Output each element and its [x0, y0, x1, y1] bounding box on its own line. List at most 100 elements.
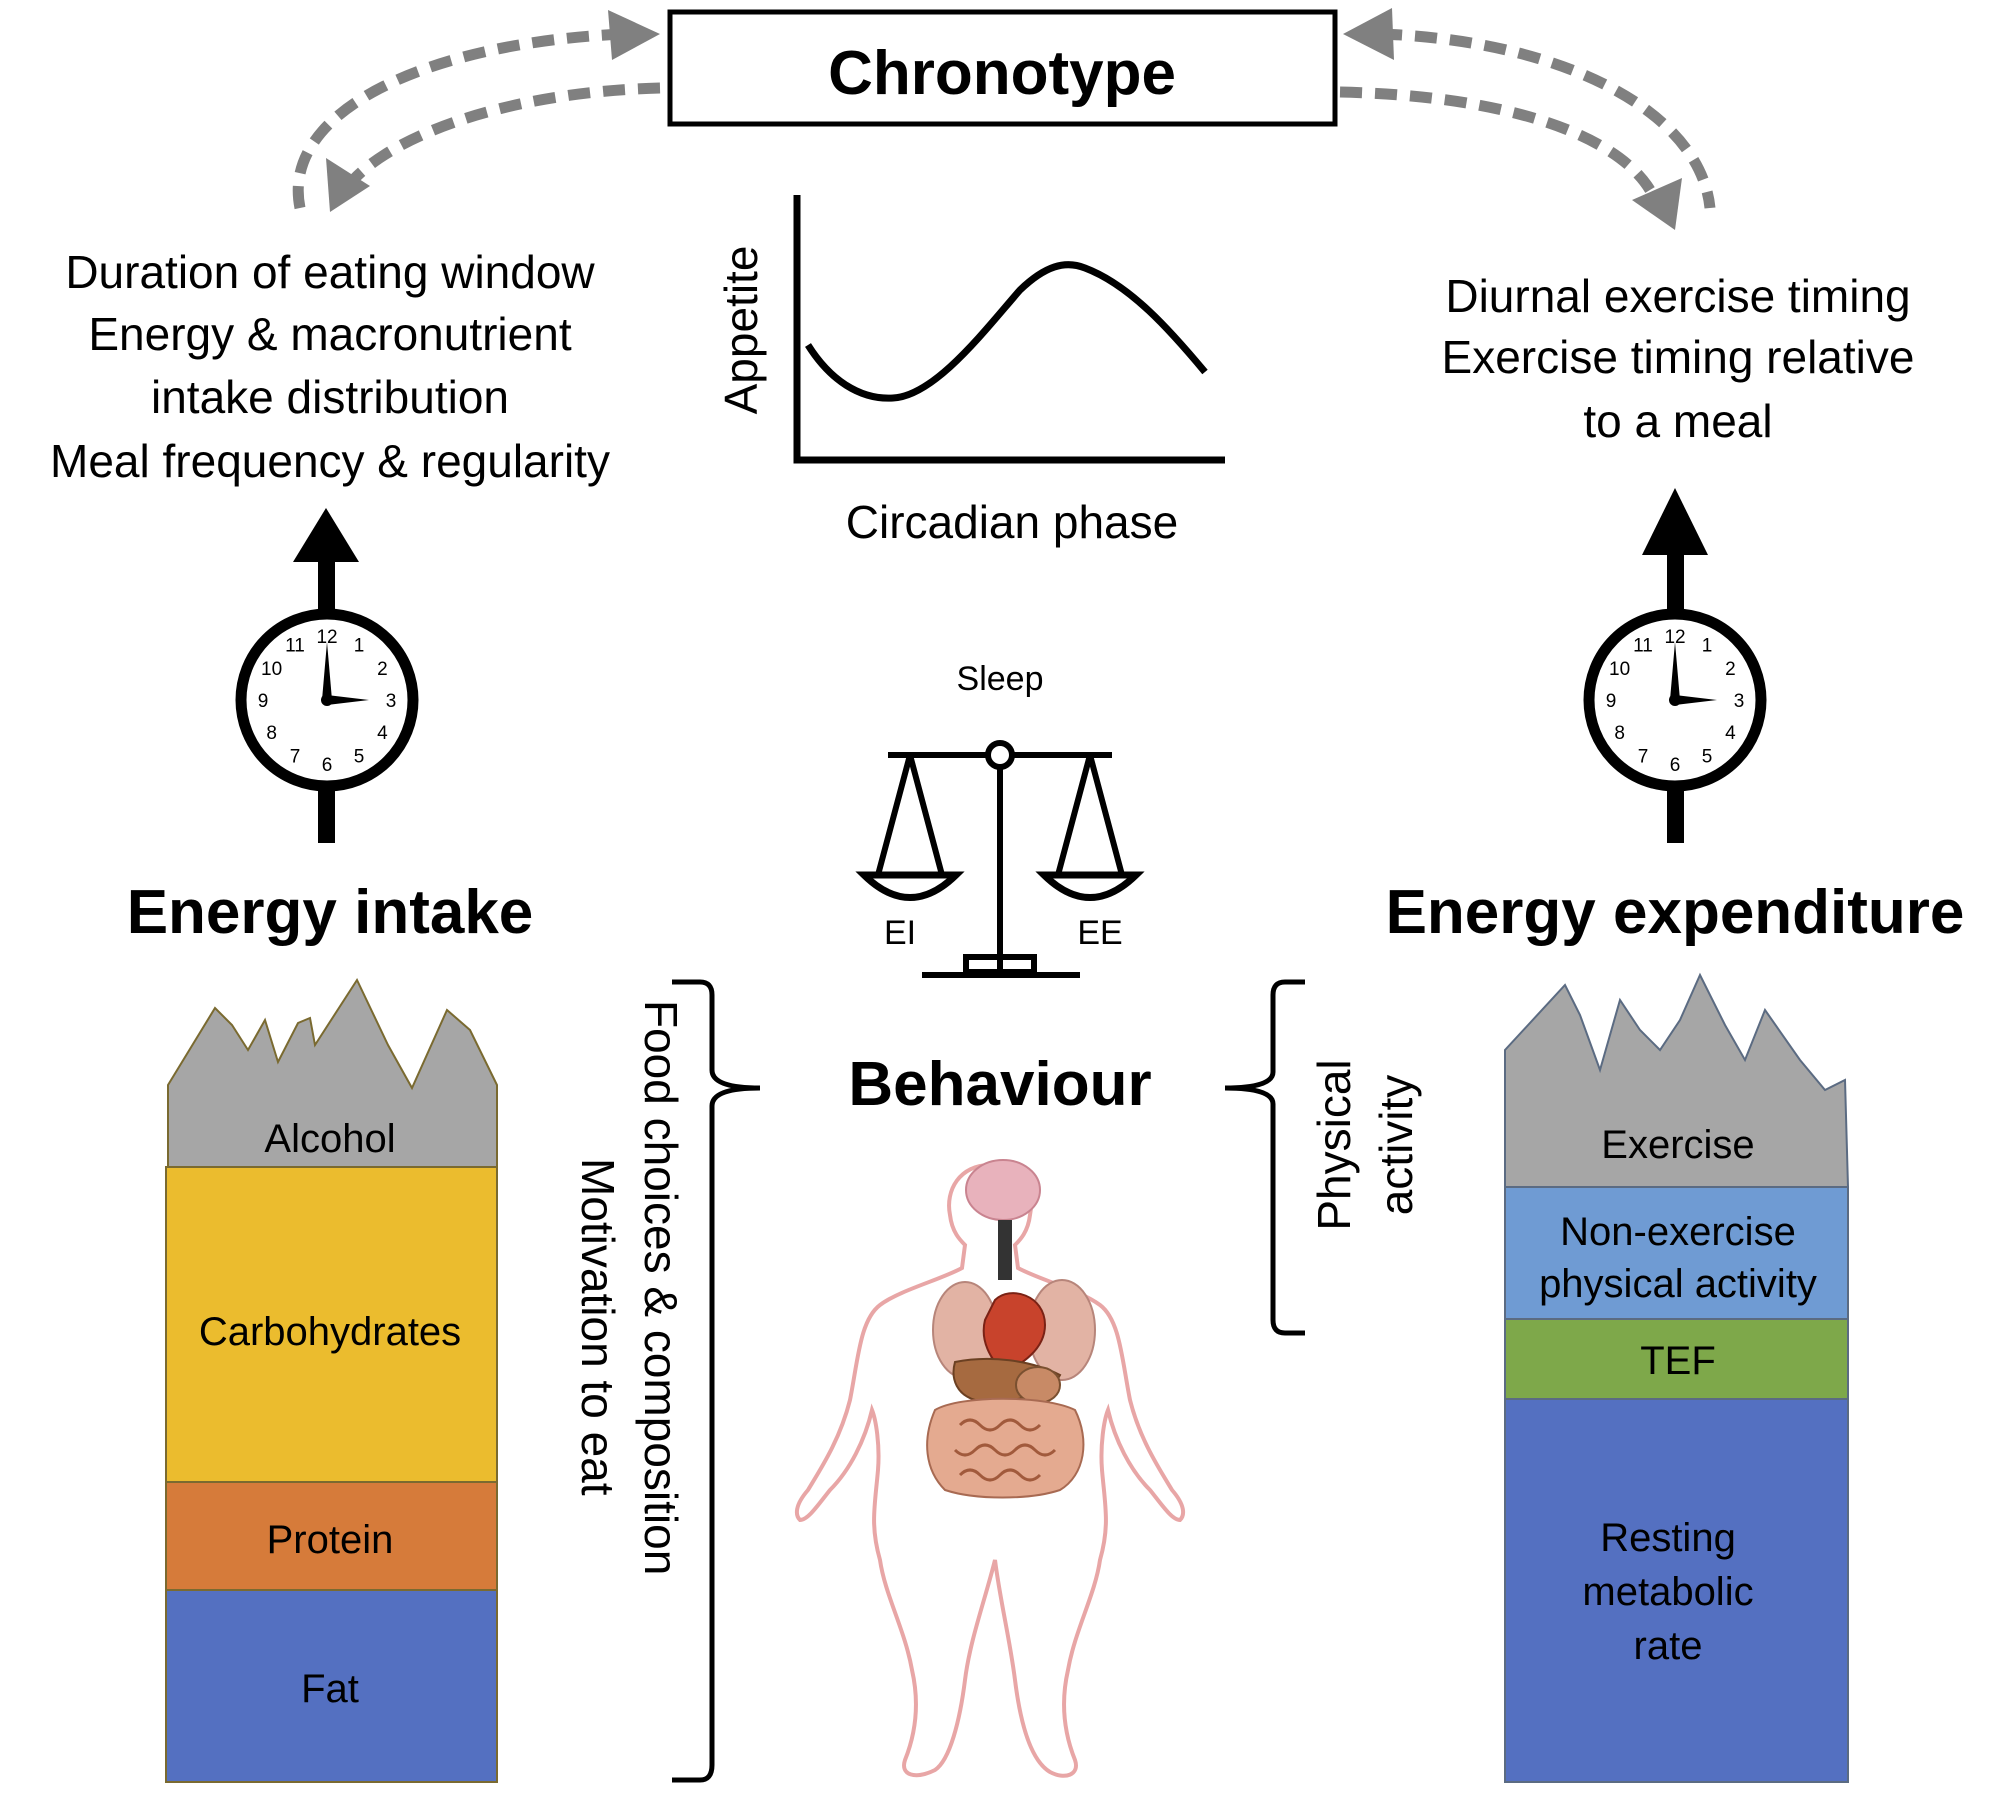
exercise-layer [1504, 972, 1850, 1188]
eating-factor-3: intake distribution [151, 371, 509, 423]
appetite-curve [805, 261, 1208, 402]
fat-label: Fat [301, 1667, 359, 1711]
physical-label: Physical [1308, 1059, 1360, 1230]
graph-xlabel: Circadian phase [846, 496, 1178, 548]
intestine-folds [953, 1418, 1057, 1482]
exercise-clock-number: 3 [1734, 691, 1745, 712]
eating-clock-number: 10 [261, 659, 282, 680]
eating-minute-hand [322, 642, 332, 700]
arrow-head-to-chronotype-left [608, 10, 660, 60]
human-body-icon [794, 1159, 1186, 1778]
right-feedback-arrows [1339, 28, 1716, 209]
eating-clock-number: 6 [322, 755, 333, 776]
appetite-graph: Appetite Circadian phase [715, 195, 1225, 548]
neat-label-line1: Non-exercise [1560, 1210, 1796, 1254]
exercise-clock-number: 1 [1702, 636, 1713, 657]
exercise-clock-number: 10 [1609, 659, 1630, 680]
food-choices-label: Food choices & composition [635, 1000, 687, 1575]
heart-icon [982, 1292, 1047, 1374]
chronotype-box: Chronotype [667, 9, 1338, 127]
exercise-label: Exercise [1601, 1123, 1754, 1167]
arrow-head-to-eating [326, 158, 370, 212]
eating-clock-number: 4 [377, 723, 388, 744]
exercise-factor-1: Diurnal exercise timing [1445, 270, 1910, 322]
tef-layer [1504, 1318, 1849, 1400]
tef-label: TEF [1640, 1339, 1716, 1383]
chronotype-label: Chronotype [828, 39, 1176, 108]
energy-intake-title: Energy intake [127, 878, 534, 947]
exercise-clock-number: 6 [1670, 755, 1681, 776]
eating-clock-number: 1 [354, 636, 365, 657]
exercise-arrow-head [1642, 488, 1708, 555]
scale-ei-label: EI [884, 914, 916, 952]
activity-brace [1224, 979, 1305, 1336]
exercise-clock-number: 4 [1725, 723, 1736, 744]
carbohydrates-label: Carbohydrates [199, 1310, 461, 1354]
graph-ylabel: Appetite [715, 246, 767, 415]
rmr-label-line1: Resting [1600, 1516, 1736, 1560]
fat-layer [165, 1589, 498, 1783]
right-arrow-heads [1343, 8, 1682, 230]
eating-clock-number: 12 [316, 627, 337, 648]
food-brace [672, 979, 761, 1783]
intestines-icon [926, 1397, 1085, 1499]
exercise-clock-number: 11 [1633, 636, 1653, 657]
stomach-icon [1015, 1366, 1061, 1404]
alcohol-label: Alcohol [264, 1117, 395, 1161]
activity-label: activity [1370, 1075, 1422, 1216]
carbohydrates-layer [165, 1166, 498, 1483]
rmr-label-line3: rate [1634, 1624, 1703, 1668]
protein-layer [165, 1481, 498, 1591]
exercise-hour-hand [1675, 695, 1717, 705]
scale-ee-label: EE [1077, 914, 1122, 952]
motivation-label: Motivation to eat [572, 1158, 624, 1496]
energy-expenditure-stack: Exercise Non-exercise physical activity … [1504, 972, 1850, 1783]
exercise-clock-center [1669, 694, 1681, 706]
exercise-clock-number: 8 [1614, 723, 1625, 744]
eating-clock-number: 9 [258, 691, 269, 712]
eating-hour-hand [327, 695, 369, 705]
eating-arrow-head [293, 508, 359, 562]
activity-text: Physical activity [1308, 1059, 1422, 1230]
energy-expenditure-title: Energy expenditure [1386, 878, 1965, 947]
eating-factor-1: Duration of eating window [65, 246, 595, 298]
neat-label-line2: physical activity [1539, 1262, 1817, 1306]
eating-clock-number: 5 [354, 746, 365, 767]
alcohol-layer [167, 977, 498, 1168]
scale-sleep-label: Sleep [957, 660, 1044, 698]
arrow-head-to-chronotype-right [1343, 8, 1394, 60]
food-text: Food choices & composition Motivation to… [572, 1000, 687, 1575]
exercise-factor-3: to a meal [1583, 395, 1772, 447]
non-exercise-activity-layer [1504, 1186, 1849, 1320]
left-feedback-arrows [292, 28, 661, 210]
left-arrow-heads [326, 10, 660, 212]
exercise-clock-number: 7 [1638, 746, 1649, 767]
eating-clock-number: 8 [266, 723, 277, 744]
exercise-clock-number: 2 [1725, 659, 1736, 680]
energy-intake-stack: Alcohol Carbohydrates Protein Fat [165, 977, 498, 1783]
eating-factor-4: Meal frequency & regularity [50, 435, 610, 487]
protein-label: Protein [267, 1518, 394, 1562]
exercise-clock-number: 5 [1702, 746, 1713, 767]
resting-metabolic-rate-layer [1504, 1398, 1849, 1783]
exercise-factor-2: Exercise timing relative [1442, 331, 1915, 383]
exercise-minute-hand [1670, 642, 1680, 700]
eating-clock-center [321, 694, 333, 706]
behaviour-label: Behaviour [848, 1050, 1151, 1119]
eating-clock-number: 3 [386, 691, 397, 712]
esophagus [998, 1220, 1012, 1280]
eating-clock-number: 2 [377, 659, 388, 680]
eating-clock-number: 11 [285, 636, 305, 657]
exercise-clock-number: 9 [1606, 691, 1617, 712]
eating-clock-number: 7 [290, 746, 301, 767]
exercise-factors: Diurnal exercise timing Exercise timing … [1442, 270, 1915, 447]
brain-icon [965, 1159, 1041, 1221]
eating-factor-2: Energy & macronutrient [88, 308, 571, 360]
exercise-clock-number: 12 [1664, 627, 1685, 648]
